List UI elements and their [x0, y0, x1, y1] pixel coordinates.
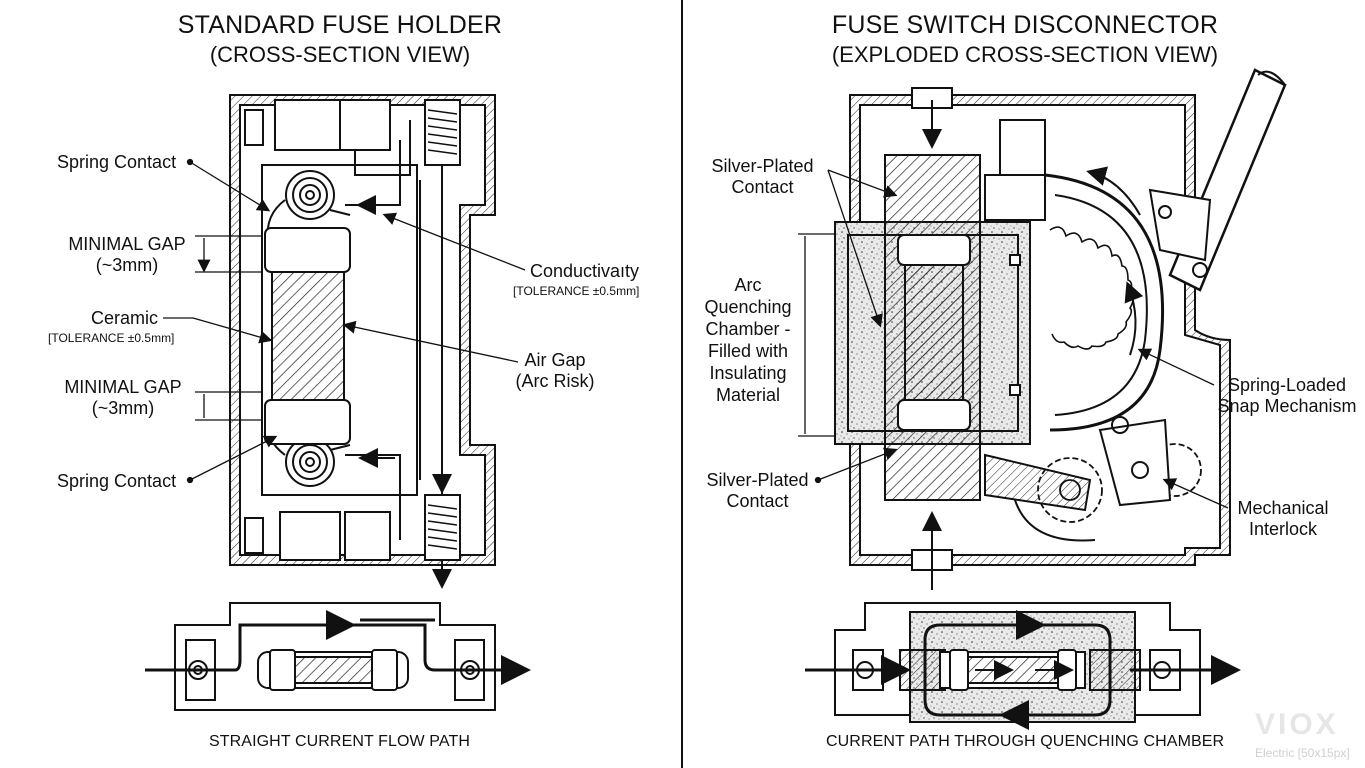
label-silver-contact-bottom-line2: Contact — [726, 491, 789, 511]
right-leader-lines — [814, 169, 1229, 509]
straight-current-flow-diagram — [145, 602, 531, 711]
label-air-gap: Air Gap (Arc Risk) — [505, 350, 605, 392]
label-air-gap-line2: (Arc Risk) — [515, 371, 595, 391]
label-arc-line3: Chamber - — [705, 319, 791, 339]
label-conductivity: Conductivaıty — [530, 261, 640, 281]
label-silver-contact-top-line2: Contact — [731, 177, 794, 197]
right-subtitle: (EXPLODED CROSS-SECTION VIEW) — [831, 42, 1219, 67]
right-title: FUSE SWITCH DISCONNECTOR — [831, 11, 1219, 39]
top-spring-coil — [266, 170, 351, 241]
label-interlock-line2: Interlock — [1248, 519, 1318, 539]
left-subtitle: (CROSS-SECTION VIEW) — [209, 42, 471, 67]
label-silver-contact-top: Silver-Plated Contact — [700, 156, 825, 198]
label-minimal-gap-bottom-line2: (~3mm) — [91, 398, 155, 418]
label-arc-quenching-chamber: Arc Quenching Chamber - Filled with Insu… — [693, 274, 803, 406]
label-arc-line2: Quenching — [704, 297, 792, 317]
label-mechanical-interlock: Mechanical Interlock — [1228, 498, 1338, 540]
quenching-chamber-flow-diagram — [805, 602, 1241, 730]
label-ceramic-tolerance: [TOLERANCE ±0.5mm] — [48, 331, 175, 345]
standard-fuse-holder-drawing — [195, 94, 496, 589]
label-arc-line4: Filled with — [707, 341, 789, 361]
label-minimal-gap-top: MINIMAL GAP (~3mm) — [62, 234, 192, 276]
left-title: STANDARD FUSE HOLDER — [177, 11, 503, 39]
label-spring-line1: Spring-Loaded — [1227, 375, 1347, 395]
label-minimal-gap-top-line1: MINIMAL GAP — [68, 234, 186, 254]
label-minimal-gap-bottom: MINIMAL GAP (~3mm) — [58, 377, 188, 419]
label-spring-loaded-snap: Spring-Loaded Snap Mechanism — [1212, 375, 1362, 417]
fuse-switch-disconnector-drawing — [798, 68, 1287, 590]
label-minimal-gap-bottom-line1: MINIMAL GAP — [64, 377, 182, 397]
label-air-gap-line1: Air Gap — [524, 350, 586, 370]
label-spring-contact-top: Spring Contact — [57, 152, 177, 172]
label-ceramic: Ceramic — [91, 308, 159, 328]
label-conductivity-tolerance: [TOLERANCE ±0.5mm] — [513, 284, 640, 298]
left-leader-lines — [163, 158, 526, 484]
watermark-text: Electric [50x15px] — [1255, 746, 1350, 760]
label-spring-contact-bottom: Spring Contact — [57, 471, 177, 491]
label-silver-contact-bottom-line1: Silver-Plated — [706, 470, 809, 490]
label-arc-line1: Arc — [734, 275, 762, 295]
left-footer: STRAIGHT CURRENT FLOW PATH — [209, 733, 470, 750]
label-arc-line6: Material — [715, 385, 781, 405]
right-footer: CURRENT PATH THROUGH QUENCHING CHAMBER — [826, 733, 1225, 750]
label-spring-line2: Snap Mechanism — [1217, 396, 1357, 416]
label-interlock-line1: Mechanical — [1237, 498, 1329, 518]
watermark-logo: VIOX — [1255, 708, 1339, 741]
label-minimal-gap-top-line2: (~3mm) — [95, 255, 159, 275]
label-arc-line5: Insulating — [709, 363, 787, 383]
label-silver-contact-bottom: Silver-Plated Contact — [695, 470, 820, 512]
label-silver-contact-top-line1: Silver-Plated — [711, 156, 814, 176]
